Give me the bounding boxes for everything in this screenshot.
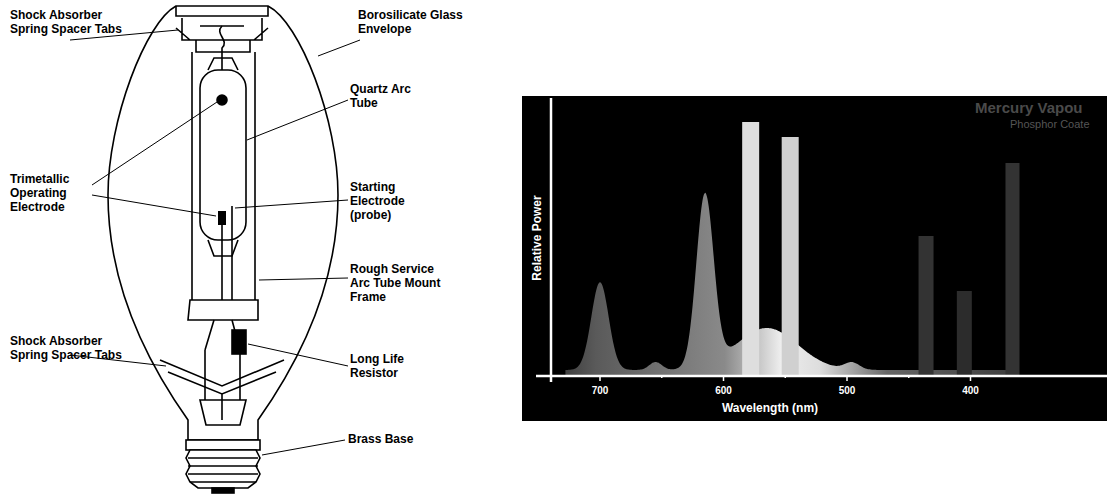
axis-title: Relative Power [530, 195, 544, 280]
top-electrode [217, 95, 227, 105]
tick-label: 400 [951, 385, 991, 396]
base-contact [212, 488, 234, 493]
part-label: Rough Service Arc Tube Mount Frame [350, 262, 450, 304]
x-tick [785, 375, 787, 378]
chart-background [522, 96, 1107, 421]
bottom-spacer-tabs [160, 360, 284, 420]
x-tick [723, 375, 725, 381]
mount-frame [188, 40, 258, 320]
part-label: Borosilicate Glass Envelope [358, 8, 463, 36]
part-label: Brass Base [348, 432, 438, 446]
emission-line [742, 122, 759, 375]
x-tick [599, 375, 601, 381]
base-collar [186, 440, 260, 450]
x-axis [536, 375, 1107, 378]
part-label: Long Life Resistor [350, 352, 418, 380]
x-tick [908, 375, 910, 378]
brass-base [186, 450, 260, 488]
part-label: Trimetallic Operating Electrode [10, 172, 92, 214]
base-threads [188, 458, 258, 482]
spectrum-plot [565, 122, 1019, 375]
lamp-drawing [108, 6, 338, 493]
watermark: Mercury Vapou [975, 99, 1083, 116]
tick-label: 700 [580, 385, 620, 396]
leader-lines [70, 30, 360, 455]
axis-title: Wavelength (nm) [722, 401, 818, 415]
emission-line [1005, 163, 1019, 375]
arc-tube-pinch [208, 58, 238, 256]
part-label: Quartz Arc Tube [350, 82, 412, 110]
part-label: Shock Absorber Spring Spacer Tabs [10, 334, 135, 362]
emission-line [782, 137, 799, 375]
x-ticks [600, 375, 971, 381]
watermark: Phosphor Coate [1010, 118, 1090, 130]
glass-envelope [108, 6, 338, 440]
tick-label: 500 [827, 385, 867, 396]
long-life-resistor [232, 330, 246, 354]
stem [200, 400, 246, 425]
emission-line [919, 236, 934, 375]
bottom-electrode [218, 211, 226, 225]
x-tick [661, 375, 663, 378]
x-tick [970, 375, 972, 381]
lower-leads [205, 256, 240, 400]
emission-line [957, 291, 972, 375]
x-tick [846, 375, 848, 381]
envelope-top [176, 6, 268, 16]
part-label: Starting Electrode (probe) [350, 180, 428, 222]
y-axis [550, 98, 553, 382]
tick-label: 600 [704, 385, 744, 396]
starting-probe [222, 206, 232, 256]
part-label: Shock Absorber Spring Spacer Tabs [10, 8, 135, 36]
